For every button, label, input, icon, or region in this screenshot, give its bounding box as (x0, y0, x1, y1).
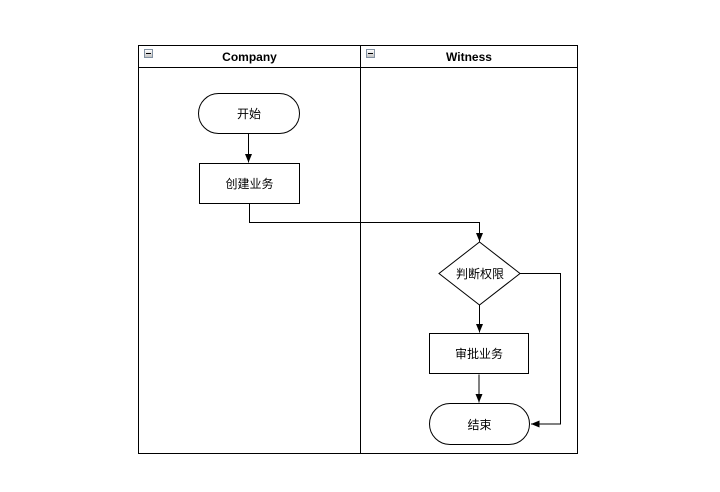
lane-company: Company (139, 46, 361, 453)
edge-create-to-decision[interactable] (249, 203, 483, 242)
lane-witness: Witness (361, 46, 577, 453)
collapse-lane-company-button[interactable] (144, 49, 153, 58)
node-end[interactable]: 结束 (429, 403, 530, 445)
node-approve-business-label: 审批业务 (454, 347, 503, 361)
node-check-permission-label-box[interactable]: 判断权限 (440, 262, 520, 285)
node-check-permission-shape[interactable] (438, 241, 521, 306)
lane-witness-title: Witness (446, 49, 492, 64)
collapse-lane-witness-button[interactable] (366, 49, 375, 58)
lane-witness-header[interactable]: Witness (361, 46, 577, 68)
lane-company-header[interactable]: Company (139, 46, 360, 68)
node-create-business-label: 创建业务 (225, 177, 274, 191)
lane-company-title: Company (222, 49, 277, 64)
edge-decision-to-end-bypass[interactable] (520, 273, 561, 428)
node-approve-business[interactable]: 审批业务 (429, 333, 529, 374)
node-end-label: 结束 (467, 417, 492, 432)
node-create-business[interactable]: 创建业务 (199, 163, 300, 204)
node-start[interactable]: 开始 (198, 93, 300, 134)
minus-icon (146, 53, 151, 54)
node-start-label: 开始 (236, 107, 261, 121)
node-check-permission-label: 判断权限 (455, 267, 504, 281)
minus-icon (368, 53, 373, 54)
